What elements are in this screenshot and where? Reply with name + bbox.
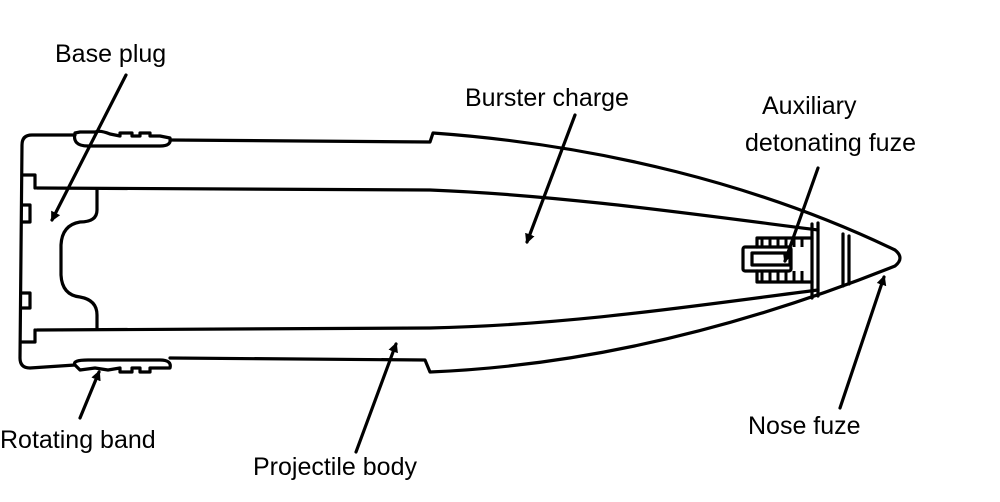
outer-shell: [18, 131, 902, 374]
base-plug-label: Base plug: [55, 40, 167, 68]
base-step: [20, 173, 37, 344]
aux-fuze-label-line2: detonating fuze: [745, 129, 916, 157]
nose-fuze-label: Nose fuze: [748, 412, 861, 440]
burster-charge-label: Burster charge: [465, 84, 629, 112]
burster-cavity: [35, 186, 820, 332]
aux-fuze-label-line1: Auxiliary: [762, 92, 857, 120]
nose-fuze-drawing: [841, 232, 851, 288]
rotating-band-label: Rotating band: [0, 426, 156, 454]
projectile-body-label: Projectile body: [253, 453, 417, 481]
rotating-band-bottom: [72, 358, 172, 374]
burster-charge-arrow: [525, 113, 577, 244]
aux-fuze-drawing: [741, 221, 820, 300]
rotating-band-top: [72, 129, 172, 148]
aux-fuze-arrow: [782, 166, 820, 263]
base-plug-profile: [59, 188, 99, 331]
projectile-body-arrow: [354, 342, 398, 454]
nose-fuze-arrow: [838, 275, 887, 410]
base-plug-arrow: [50, 73, 128, 222]
rotating-band-arrow: [78, 370, 101, 420]
